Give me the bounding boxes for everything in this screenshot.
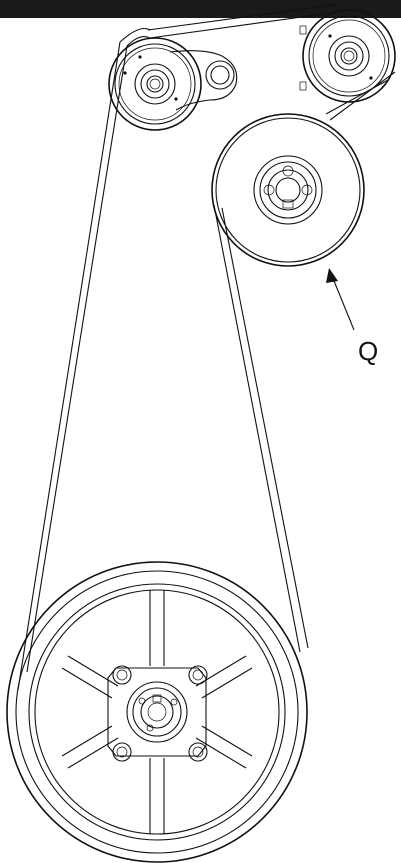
callout-label-q: Q [358,336,379,366]
tension-pulley [211,113,365,267]
idler-bracket [169,50,238,111]
left-idler-pulley [108,37,202,131]
drive-belt [17,3,396,691]
top-right-pulley [299,9,396,103]
callout-arrow [326,268,355,331]
top-bar [0,0,401,18]
bottom-drive-pulley [6,561,308,863]
